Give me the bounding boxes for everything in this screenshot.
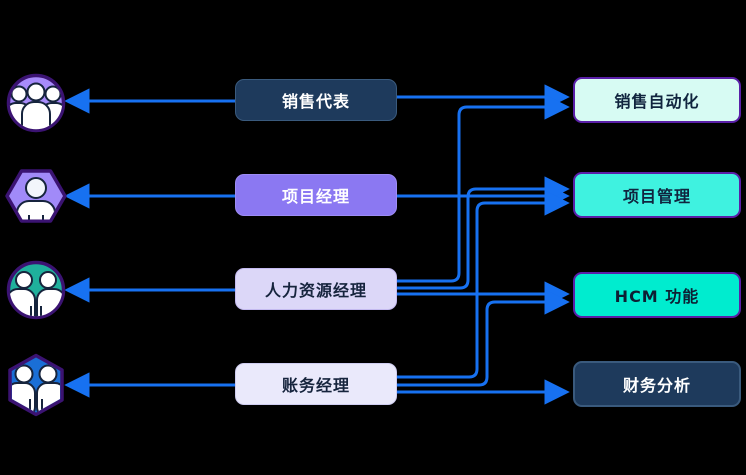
arrow-账务经理-to-项目管理 <box>397 190 570 379</box>
person-hexagon-icon <box>4 164 68 228</box>
function-box-financial-analysis: 财务分析 <box>573 361 741 407</box>
role-box-accounting-manager: 账务经理 <box>235 363 397 405</box>
arrow-人力资源经理-to-项目管理 <box>397 176 570 290</box>
role-box-sales-rep: 销售代表 <box>235 79 397 121</box>
function-box-sales-automation: 销售自动化 <box>573 77 741 123</box>
arrow-账务经理-to-HCM 功能 <box>397 289 570 387</box>
group-of-two-circle-icon <box>4 258 68 322</box>
group-of-two-hexagon-icon <box>4 353 68 417</box>
arrow-人力资源经理-to-销售自动化 <box>397 94 570 283</box>
role-box-project-manager: 项目经理 <box>235 174 397 216</box>
group-of-three-circle-icon <box>4 71 68 135</box>
role-box-hr-manager: 人力资源经理 <box>235 268 397 310</box>
function-box-hcm-features: HCM 功能 <box>573 272 741 318</box>
function-box-project-management: 项目管理 <box>573 172 741 218</box>
